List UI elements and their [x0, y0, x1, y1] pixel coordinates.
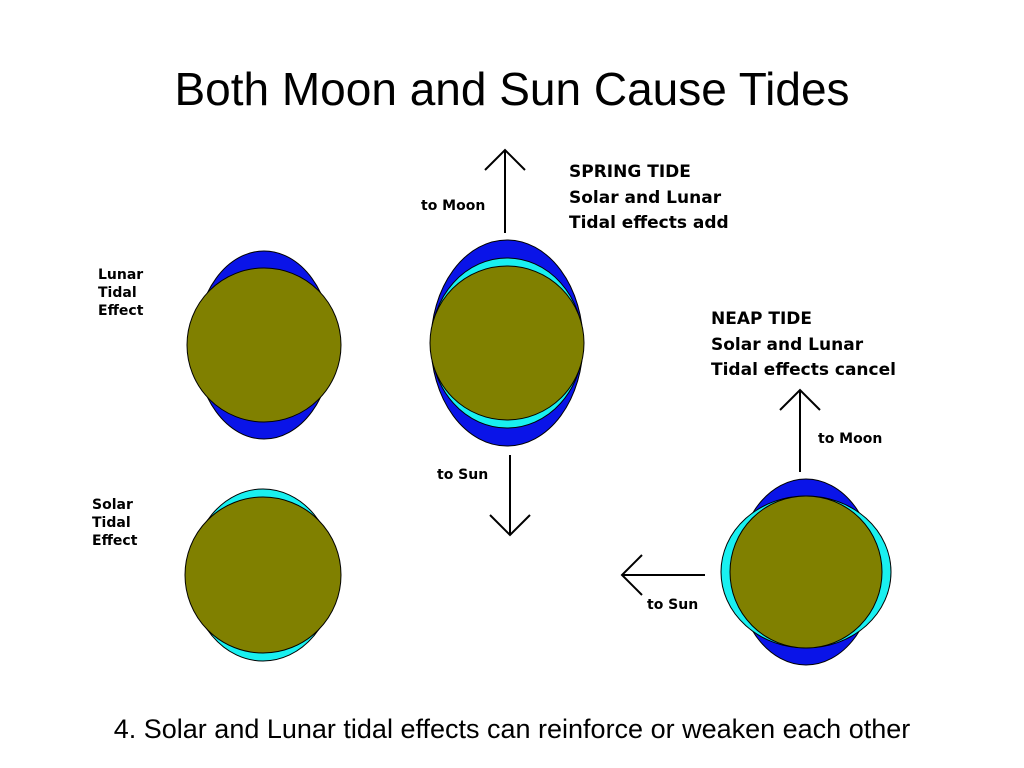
- neap-tide-title: NEAP TIDE: [711, 309, 813, 329]
- arrow-left-icon: [620, 554, 705, 596]
- neap-tide-line: Tidal effects cancel: [711, 360, 896, 380]
- label-line: Solar: [92, 497, 133, 513]
- slide-caption: 4. Solar and Lunar tidal effects can rei…: [113, 714, 911, 744]
- arrow-down-icon: [489, 455, 531, 537]
- solar-tidal-effect-label: Solar Tidal Effect: [92, 496, 137, 551]
- neap-tide-line: Solar and Lunar: [711, 334, 864, 355]
- spring-to-moon-label: to Moon: [421, 198, 486, 214]
- solar-tidal-effect-figure: [184, 488, 342, 662]
- neap-to-sun-label: to Sun: [647, 597, 699, 613]
- arrow-up-icon: [779, 388, 821, 472]
- spring-tide-figure: [429, 148, 585, 537]
- slide-title: Both Moon and Sun Cause Tides: [174, 63, 850, 115]
- lunar-tidal-effect-figure: [186, 250, 342, 440]
- neap-tide-label: NEAP TIDE Solar and Lunar Tidal effects …: [711, 307, 896, 384]
- spring-tide-line: Tidal effects add: [569, 213, 729, 233]
- label-line: Lunar: [98, 267, 144, 283]
- lunar-tidal-effect-label: Lunar Tidal Effect: [98, 266, 143, 321]
- label-line: Tidal: [92, 515, 131, 532]
- spring-tide-label: SPRING TIDE Solar and Lunar Tidal effect…: [569, 160, 729, 237]
- earth-disc: [186, 267, 342, 423]
- earth-disc: [729, 495, 883, 649]
- arrow-up-icon: [484, 148, 526, 233]
- earth-disc: [429, 265, 585, 421]
- spring-tide-line: Solar and Lunar: [569, 187, 722, 208]
- neap-tide-figure: [620, 388, 892, 666]
- spring-tide-title: SPRING TIDE: [569, 162, 691, 182]
- label-line: Effect: [98, 303, 144, 320]
- label-line: Effect: [92, 533, 138, 550]
- spring-to-sun-label: to Sun: [437, 467, 489, 483]
- earth-disc: [184, 496, 342, 654]
- label-line: Tidal: [98, 285, 137, 302]
- neap-to-moon-label: to Moon: [818, 431, 883, 447]
